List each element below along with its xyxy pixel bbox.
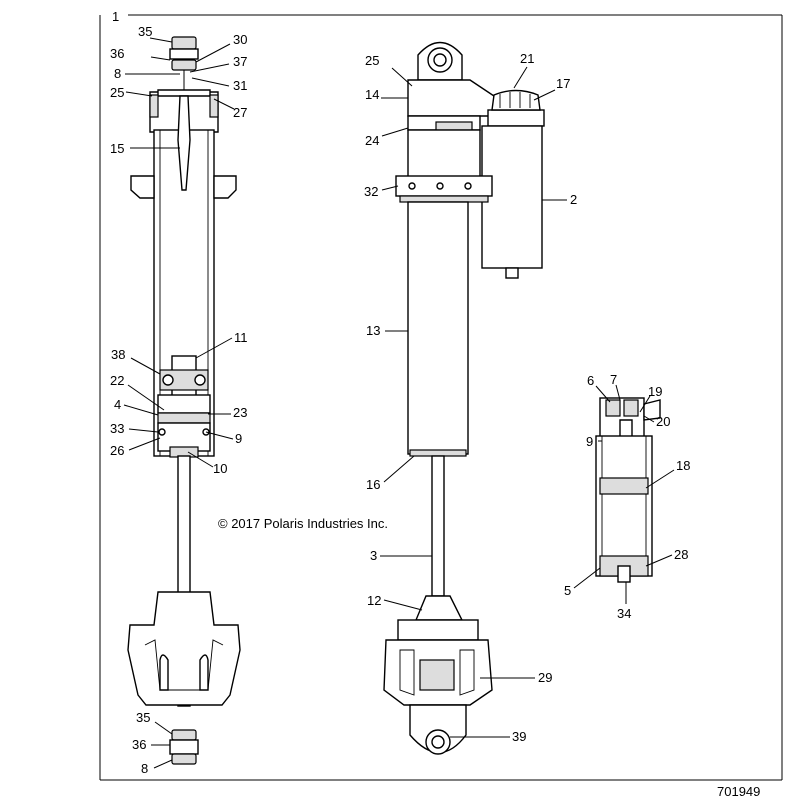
left-cutaway-shock <box>127 36 241 765</box>
callout-27: 27 <box>233 105 247 120</box>
reservoir-cutaway <box>595 397 661 583</box>
callout-36-top: 36 <box>110 46 124 61</box>
callout-25-left: 25 <box>110 85 124 100</box>
callout-29: 29 <box>538 670 552 685</box>
callout-26: 26 <box>110 443 124 458</box>
callout-3: 3 <box>370 548 377 563</box>
callout-25-center: 25 <box>365 53 379 68</box>
callout-13: 13 <box>366 323 380 338</box>
callout-34: 34 <box>617 606 631 621</box>
callout-20: 20 <box>656 414 670 429</box>
callout-11: 11 <box>234 330 248 345</box>
callout-5: 5 <box>564 583 571 598</box>
callout-9-left: 9 <box>235 431 242 446</box>
callout-1: 1 <box>112 9 119 24</box>
diagram-frame <box>99 14 783 781</box>
callout-6: 6 <box>587 373 594 388</box>
callout-14: 14 <box>365 87 379 102</box>
callout-30: 30 <box>233 32 247 47</box>
callout-12: 12 <box>367 593 381 608</box>
callout-17: 17 <box>556 76 570 91</box>
callout-16: 16 <box>366 477 380 492</box>
callout-22: 22 <box>110 373 124 388</box>
center-external-shock <box>383 41 545 755</box>
callout-labels: 1 35 36 8 30 37 31 25 27 15 38 11 22 4 2… <box>110 9 760 799</box>
callout-19: 19 <box>648 384 662 399</box>
callout-23: 23 <box>233 405 247 420</box>
callout-36-bottom: 36 <box>132 737 146 752</box>
diagram-part-number: 701949 <box>717 784 760 799</box>
callout-24: 24 <box>365 133 379 148</box>
callout-37: 37 <box>233 54 247 69</box>
callout-28: 28 <box>674 547 688 562</box>
callout-38: 38 <box>111 347 125 362</box>
callout-35-bottom: 35 <box>136 710 150 725</box>
callout-31: 31 <box>233 78 247 93</box>
callout-9-right: 9 <box>586 434 593 449</box>
callout-8-top: 8 <box>114 66 121 81</box>
callout-33: 33 <box>110 421 124 436</box>
callout-35-top: 35 <box>138 24 152 39</box>
callout-2: 2 <box>570 192 577 207</box>
copyright-notice: © 2017 Polaris Industries Inc. <box>218 516 388 531</box>
callout-7: 7 <box>610 372 617 387</box>
callout-4: 4 <box>114 397 121 412</box>
callout-21: 21 <box>520 51 534 66</box>
callout-10: 10 <box>213 461 227 476</box>
leader-lines <box>123 37 675 769</box>
callout-15: 15 <box>110 141 124 156</box>
callout-8-bottom: 8 <box>141 761 148 776</box>
callout-39: 39 <box>512 729 526 744</box>
callout-18: 18 <box>676 458 690 473</box>
callout-32: 32 <box>364 184 378 199</box>
